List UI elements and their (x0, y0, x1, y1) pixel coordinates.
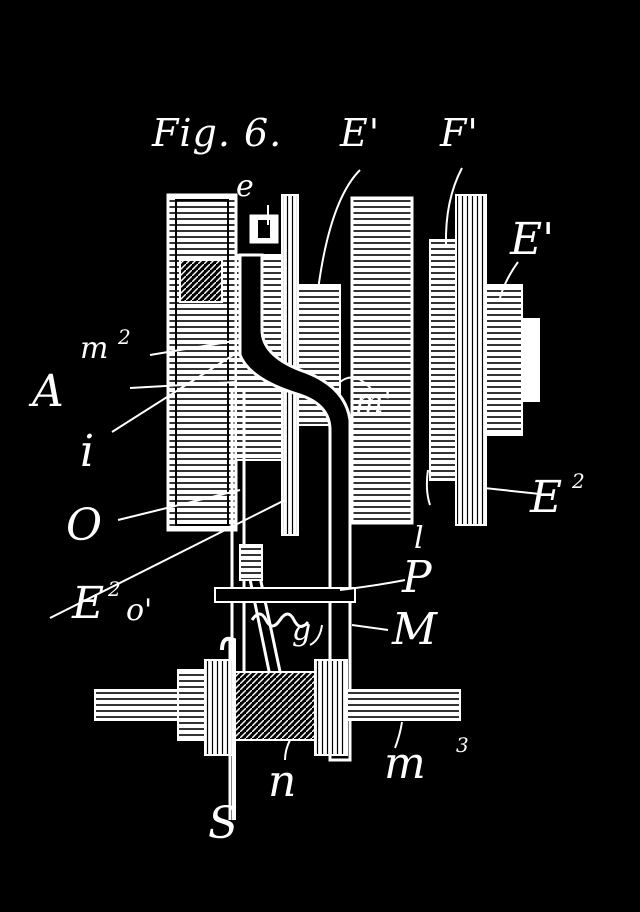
label-e2-left-sup: 2 (107, 577, 121, 601)
label-n: n (268, 756, 296, 807)
label-g: g (292, 613, 311, 648)
label-o: O (66, 500, 102, 551)
crossbar-p (214, 587, 356, 603)
label-e: e (236, 169, 254, 204)
wheel-e (350, 196, 414, 525)
label-f-prime-top: F' (439, 111, 479, 155)
spool-n (177, 659, 348, 756)
label-m3-sup: 3 (456, 733, 469, 757)
label-o-prime: o' (126, 593, 152, 628)
label-e2-left: E (71, 578, 104, 629)
label-m: M (391, 604, 438, 655)
label-e-prime-right: E' (509, 214, 554, 265)
leader-lines (49, 167, 541, 761)
label-e-prime-top: E' (339, 111, 380, 155)
label-m2: m (80, 331, 108, 366)
label-a: A (28, 366, 64, 417)
lever-m (238, 253, 352, 762)
label-e2-right: E (529, 472, 562, 523)
label-m-prime: m' (355, 385, 392, 420)
label-m2-sup: 2 (117, 325, 131, 349)
figure-title: Fig. 6. (151, 111, 282, 155)
wheel-a (166, 193, 238, 532)
label-l: l (414, 521, 424, 556)
label-e2-right-sup: 2 (571, 469, 585, 493)
label-p: P (401, 552, 433, 603)
spring-g (250, 612, 310, 628)
label-i: i (80, 426, 94, 477)
pin-s (220, 636, 236, 820)
label-s: S (208, 798, 238, 849)
label-m3: m (384, 738, 426, 789)
rod-o (230, 390, 288, 701)
gear-stack-right (429, 194, 540, 526)
